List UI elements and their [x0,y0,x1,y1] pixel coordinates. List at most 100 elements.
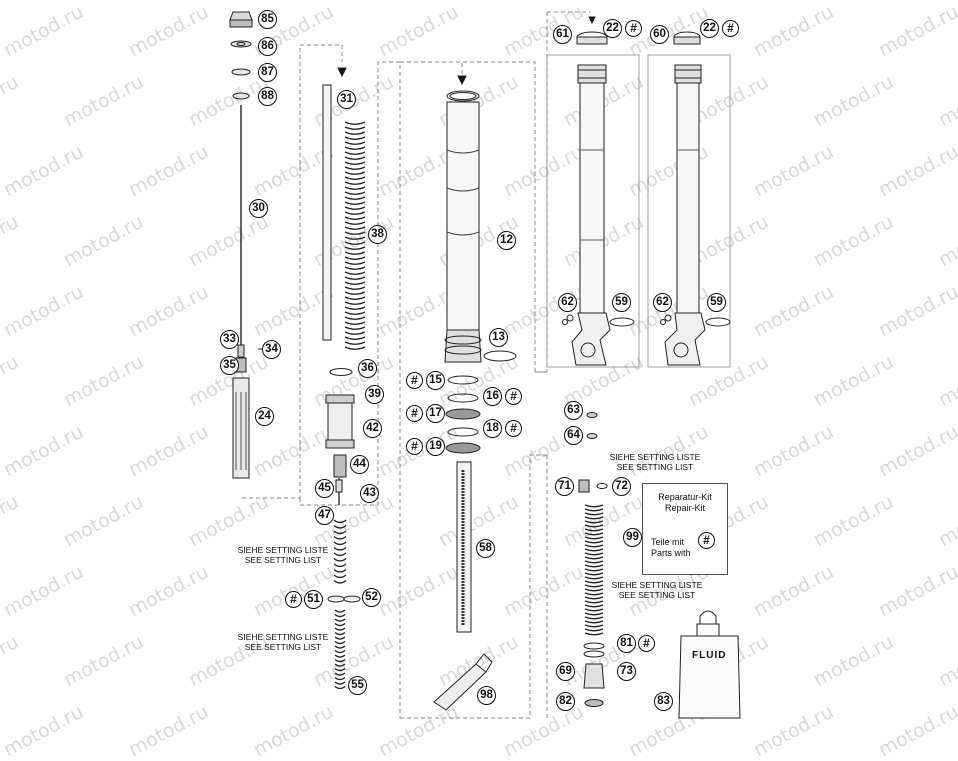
callout-47[interactable]: 47 [315,506,334,525]
callout-64[interactable]: 64 [564,426,583,445]
main-spring [344,121,366,350]
parts-line-art [229,11,741,719]
callout-35[interactable]: 35 [220,356,239,375]
callout-42[interactable]: 42 [363,419,382,438]
callout-72[interactable]: 72 [612,477,631,496]
callout-87[interactable]: 87 [258,63,277,82]
spring-coil [584,504,604,636]
hash-badge: # [285,591,302,608]
callout-52[interactable]: 52 [362,588,381,607]
callout-43[interactable]: 43 [360,484,379,503]
fluid-label: FLUID [692,650,727,661]
callout-81[interactable]: 81 [617,634,636,653]
fluid-cap [699,610,717,625]
seal-ring [447,393,479,403]
callout-62[interactable]: 62 [558,293,577,312]
callout-71[interactable]: 71 [555,477,574,496]
spring-coil [334,609,346,690]
callout-62[interactable]: 62 [653,293,672,312]
callout-38[interactable]: 38 [368,225,387,244]
callout-13[interactable]: 13 [489,328,508,347]
callout-12[interactable]: 12 [497,231,516,250]
spring-coil [333,519,347,584]
hash-badge: # [722,20,739,37]
callout-22[interactable]: 22 [700,19,719,38]
callout-85[interactable]: 85 [258,10,277,29]
fork-cap-assembly [229,11,253,100]
callout-24[interactable]: 24 [255,407,274,426]
assembly-line [242,44,343,499]
callout-15[interactable]: 15 [426,371,445,390]
callout-16[interactable]: 16 [483,387,502,406]
hash-badge: # [505,420,522,437]
seal-ring [447,375,479,385]
hash-badge: # [406,372,423,389]
repair-kit-title-en: Repair-Kit [664,503,705,513]
repair-kit-parts-en: Parts with [651,548,691,558]
compression-stack [333,519,347,584]
callout-98[interactable]: 98 [477,686,496,705]
hash-badge: # [698,532,715,549]
callout-55[interactable]: 55 [348,676,367,695]
callout-30[interactable]: 30 [249,199,268,218]
callout-22[interactable]: 22 [603,19,622,38]
fluid-bottle [678,635,741,719]
callout-86[interactable]: 86 [258,37,277,56]
assembly-line [400,61,547,373]
arrow-icon [457,75,467,86]
callout-51[interactable]: 51 [304,590,323,609]
spring-coil [344,121,366,350]
callout-19[interactable]: 19 [426,437,445,456]
callout-17[interactable]: 17 [426,404,445,423]
callout-88[interactable]: 88 [258,87,277,106]
callout-59[interactable]: 59 [707,293,726,312]
callout-82[interactable]: 82 [556,692,575,711]
hash-badge: # [625,20,642,37]
callout-60[interactable]: 60 [650,25,669,44]
grease-tube [433,663,487,711]
callout-63[interactable]: 63 [564,401,583,420]
assembly-line [400,454,547,719]
upper-tube [444,90,517,363]
outer-tube-frame-left [546,54,640,368]
callout-83[interactable]: 83 [654,692,673,711]
arrow-icon [337,67,347,78]
hash-badge: # [406,405,423,422]
callout-59[interactable]: 59 [612,293,631,312]
callout-73[interactable]: 73 [617,662,636,681]
seal-ring [445,442,481,454]
hash-badge: # [505,388,522,405]
callout-99[interactable]: 99 [623,528,642,547]
callout-45[interactable]: 45 [315,479,334,498]
callout-36[interactable]: 36 [358,359,377,378]
assembly-line [299,61,401,718]
callout-61[interactable]: 61 [553,25,572,44]
callout-69[interactable]: 69 [556,662,575,681]
return-spring [334,609,346,690]
callout-34[interactable]: 34 [262,340,281,359]
callout-44[interactable]: 44 [350,455,369,474]
seal-ring [445,408,481,420]
callout-39[interactable]: 39 [365,385,384,404]
callout-33[interactable]: 33 [220,330,239,349]
callout-58[interactable]: 58 [476,539,495,558]
hash-badge: # [406,438,423,455]
rebound-spring [584,504,604,636]
callout-18[interactable]: 18 [483,419,502,438]
preload-tube [322,84,332,341]
repair-kit-parts-de: Teile mit [651,537,685,547]
outer-tube-frame-right [647,54,731,368]
callout-31[interactable]: 31 [337,90,356,109]
repair-kit-box: Reparatur-Kit Repair-Kit Teile mit Parts… [642,483,728,575]
lower-leg-left [562,31,635,366]
arrow-icon [588,16,596,25]
seal-ring [447,427,479,437]
hash-badge: # [638,635,655,652]
repair-kit-title-de: Reparatur-Kit [658,492,712,502]
seal-ring [584,699,604,707]
